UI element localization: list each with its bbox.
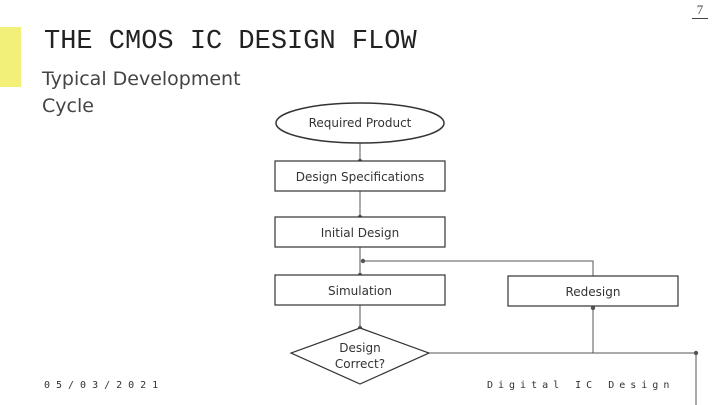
node-redesign: Redesign xyxy=(507,275,679,307)
node-initial-design: Initial Design xyxy=(274,216,446,248)
connector-decision-to-next xyxy=(593,352,697,405)
page-number: 7 xyxy=(692,2,708,19)
footer-date: 05/03/2021 xyxy=(44,380,165,391)
slide-subtitle: Typical Development Cycle xyxy=(42,68,241,117)
node-simulation: Simulation xyxy=(274,274,446,306)
node-initial-design-label: Initial Design xyxy=(321,226,399,240)
title-accent-bar xyxy=(0,27,21,87)
connector-junction-dot xyxy=(693,350,699,356)
node-design-specifications: Design Specifications xyxy=(274,160,446,192)
footer-course-name: Digital IC Design xyxy=(487,380,675,391)
node-decision-label-line2: Correct? xyxy=(335,357,385,371)
connector-redesign-to-simulation xyxy=(360,258,594,276)
node-design-correct-decision: Design Correct? xyxy=(289,327,431,385)
connector-decision-to-redesign xyxy=(429,305,596,354)
node-simulation-label: Simulation xyxy=(328,284,392,298)
node-decision-label-line1: Design xyxy=(339,341,380,355)
node-design-specifications-label: Design Specifications xyxy=(296,170,425,184)
node-redesign-label: Redesign xyxy=(566,285,621,299)
node-required-product-label: Required Product xyxy=(309,116,412,130)
slide-title: THE CMOS IC DESIGN FLOW xyxy=(44,27,417,57)
node-required-product: Required Product xyxy=(275,102,445,144)
